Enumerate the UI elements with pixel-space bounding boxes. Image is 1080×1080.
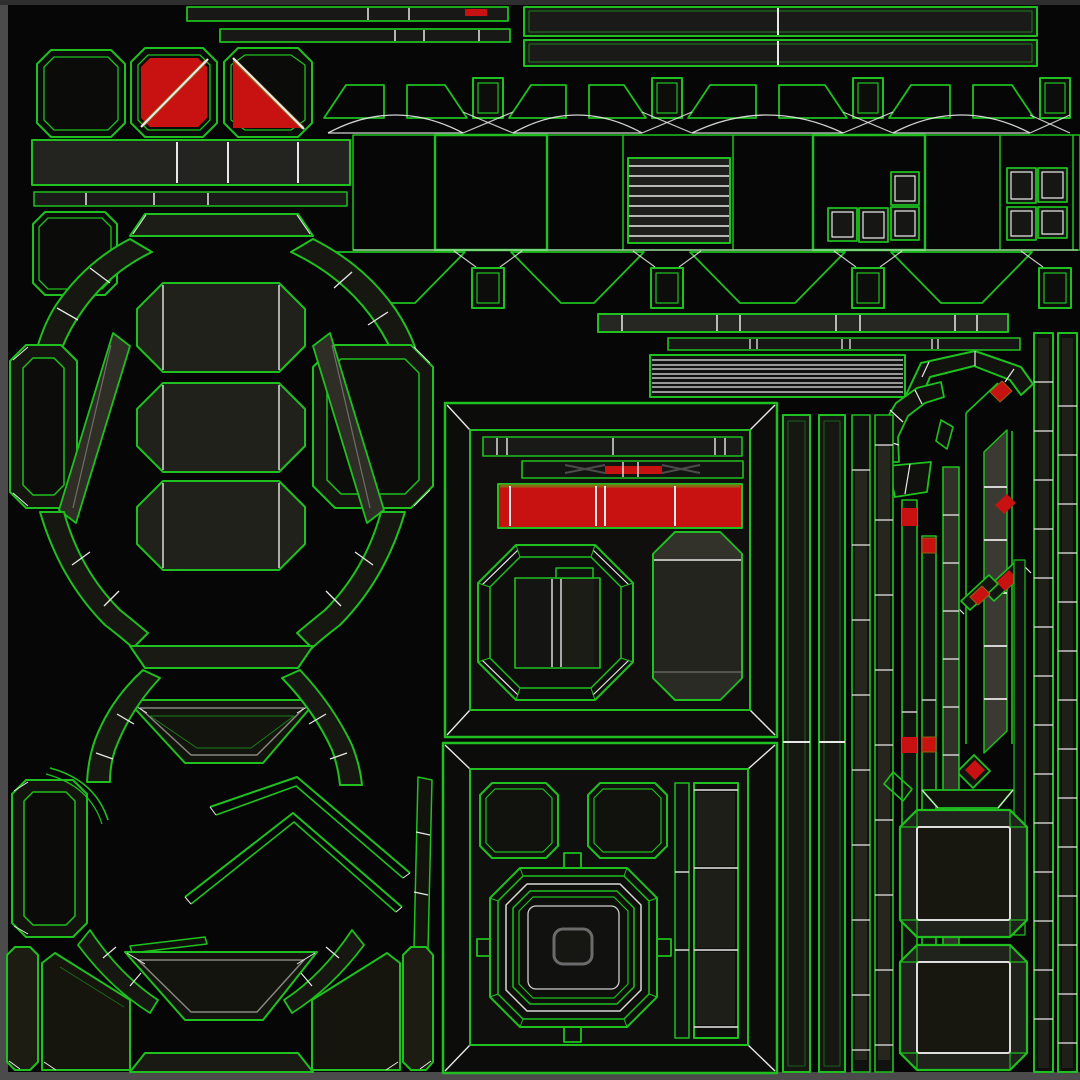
top-left-bars bbox=[31, 139, 351, 296]
top-strips bbox=[186, 6, 1038, 67]
left-island-bottom bbox=[6, 645, 434, 1073]
left-island-top bbox=[9, 213, 434, 649]
corner-keycaps bbox=[36, 47, 313, 138]
band-bottom-row bbox=[319, 249, 1078, 309]
bottom-right-panels bbox=[898, 789, 1029, 1072]
band-top-row bbox=[323, 77, 1071, 134]
right-strips bbox=[782, 414, 1026, 1073]
panel-upper bbox=[443, 401, 779, 739]
mid-bars bbox=[597, 313, 1021, 398]
panel-lower bbox=[441, 741, 779, 1075]
right-columns bbox=[1033, 332, 1078, 1073]
